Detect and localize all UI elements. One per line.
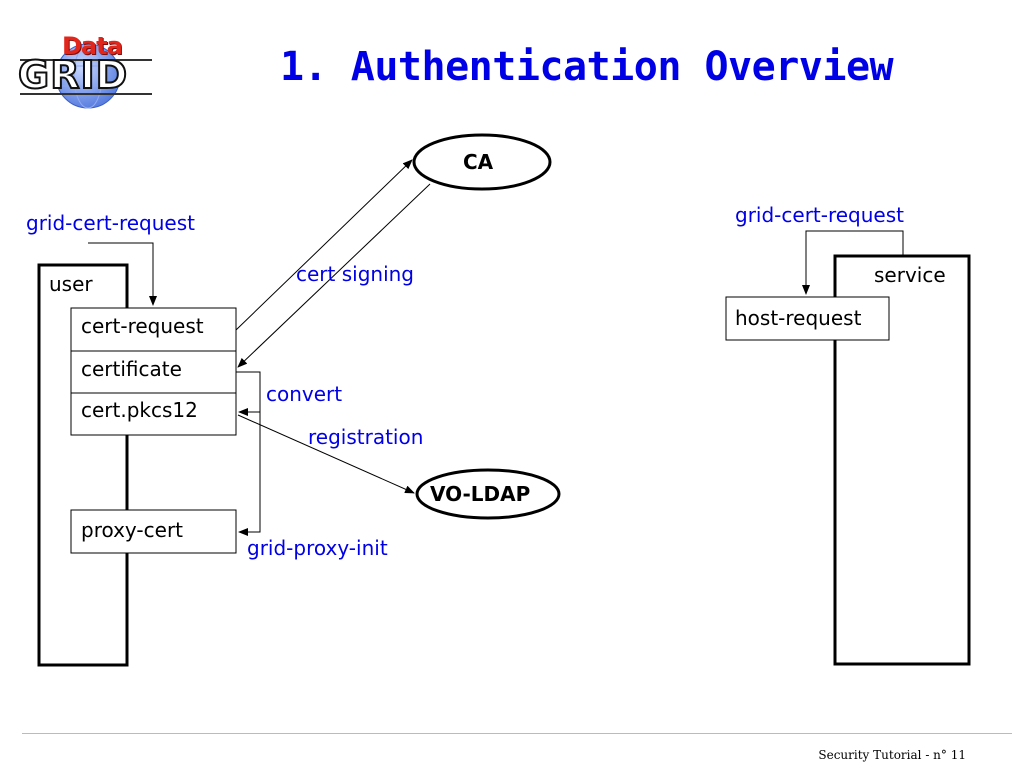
datagrid-logo: Data GRID: [16, 32, 156, 110]
grid-proxy-init-label: grid-proxy-init: [247, 536, 388, 560]
vo-ldap-node: [415, 468, 561, 520]
grid-proxy-init-arrow: [238, 412, 261, 536]
user-grid-cert-request-label: grid-cert-request: [26, 211, 195, 235]
cert-pkcs12-box: [70, 392, 237, 436]
host-request-label: host-request: [735, 306, 862, 330]
page-title: 1. Authentication Overview: [280, 44, 894, 90]
service-label: service: [874, 263, 946, 287]
service-grid-cert-request-label: grid-cert-request: [735, 203, 904, 227]
service-grid-cert-request-arrow: [802, 230, 904, 295]
ca-to-certificate-arrow: [237, 183, 431, 368]
proxy-cert-label: proxy-cert: [81, 518, 184, 542]
user-grid-cert-request-arrow: [88, 242, 157, 306]
certificate-box: [70, 350, 237, 394]
user-label: user: [49, 272, 93, 296]
globe-icon: [20, 43, 152, 109]
host-request-box: [725, 296, 890, 341]
vo-ldap-label: VO-LDAP: [430, 482, 531, 506]
convert-label: convert: [266, 382, 343, 406]
cert-signing-label: cert signing: [296, 262, 414, 286]
cert-request-label: cert-request: [81, 314, 204, 338]
registration-arrow: [237, 414, 415, 494]
logo-grid-text: GRID: [17, 53, 129, 97]
logo-data-text: Data: [62, 32, 123, 60]
footer-page-number: Security Tutorial - n° 11: [818, 748, 966, 762]
cert-pkcs12-label: cert.pkcs12: [81, 398, 198, 422]
footer-divider: [22, 733, 1012, 734]
proxy-cert-box: [70, 509, 237, 554]
registration-label: registration: [308, 425, 424, 449]
ca-label: CA: [463, 150, 494, 174]
ca-node: [412, 133, 552, 191]
cert-request-box: [70, 307, 237, 352]
convert-arrow: [236, 371, 261, 416]
certificate-label: certificate: [81, 357, 182, 381]
cert-request-to-ca-arrow: [235, 159, 413, 331]
